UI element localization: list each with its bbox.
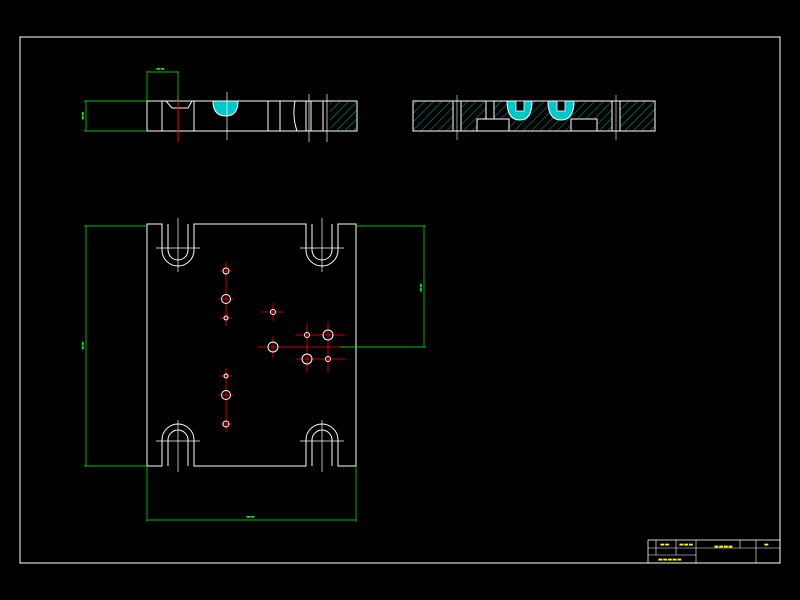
hole bbox=[270, 309, 276, 315]
dim-plan-left: ▬▬ bbox=[81, 341, 86, 350]
section-left-pocket bbox=[212, 100, 239, 117]
dim-plan-right: ▬▬ bbox=[419, 283, 424, 292]
title-cell-2: ▬▬▬ bbox=[679, 542, 693, 548]
title-cell-1: ▬▬ bbox=[660, 542, 670, 548]
section-view-right bbox=[412, 95, 656, 140]
hole bbox=[221, 390, 231, 400]
title-sheet: ▬ bbox=[764, 542, 769, 548]
hole bbox=[267, 341, 279, 353]
title-part-name: ▬▬▬▬ bbox=[714, 544, 733, 550]
outer-sheet-border bbox=[19, 36, 781, 564]
hole bbox=[301, 353, 313, 365]
section-view-left: ▬▬ ▬▬ bbox=[81, 67, 358, 142]
hole bbox=[322, 329, 334, 341]
hole bbox=[325, 356, 331, 362]
hole bbox=[223, 373, 229, 379]
dim-top-height: ▬▬ bbox=[81, 111, 86, 120]
dim-top-width: ▬▬ bbox=[156, 67, 165, 72]
hole bbox=[223, 315, 229, 321]
plan-view: ▬▬ ▬▬ ▬▬ bbox=[81, 218, 426, 522]
title-cell-3: ▬▬▬▬▬ bbox=[658, 557, 682, 563]
section-left-hatch bbox=[330, 101, 357, 131]
dim-plan-bottom: ▬▬ bbox=[246, 515, 255, 520]
hole bbox=[304, 332, 310, 338]
hole bbox=[222, 420, 230, 428]
title-block: ▬▬ ▬▬▬ ▬▬▬▬▬ ▬▬▬▬ ▬ bbox=[647, 539, 781, 564]
hole bbox=[222, 267, 230, 275]
hole bbox=[221, 294, 231, 304]
